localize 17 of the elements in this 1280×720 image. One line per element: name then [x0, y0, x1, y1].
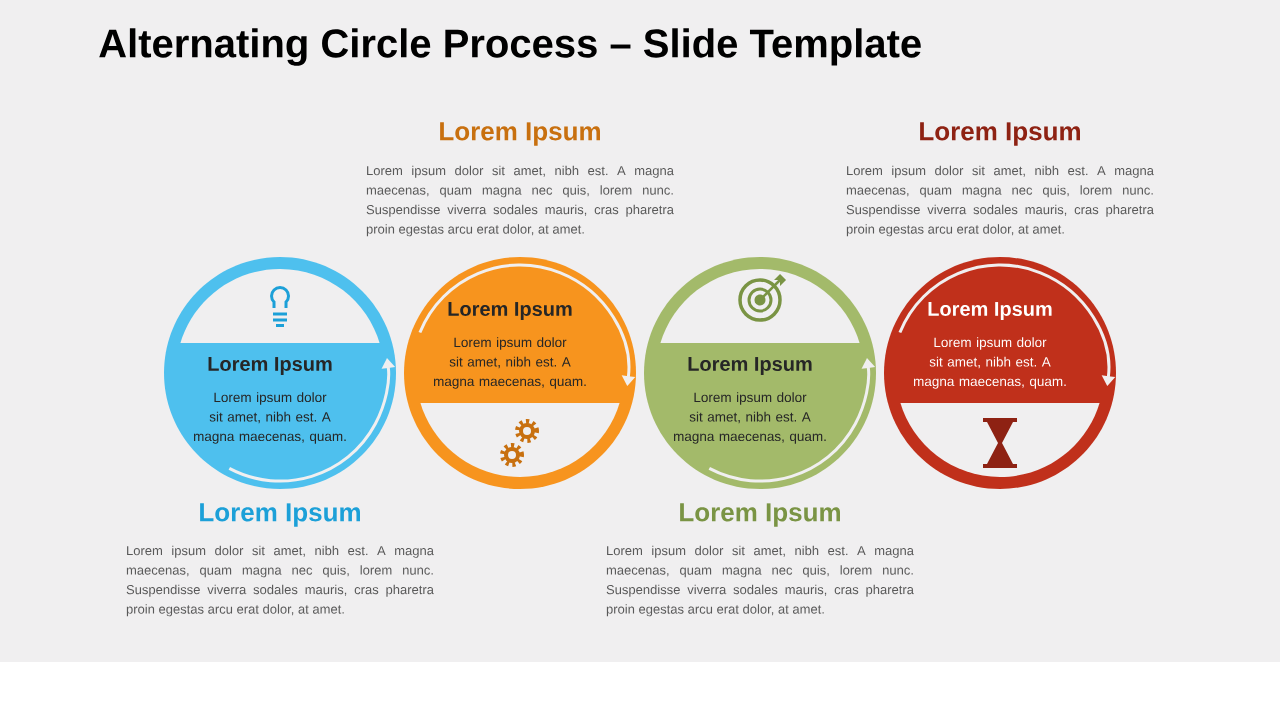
step-description: Lorem ipsum dolor sit amet, nibh est. A magna maecenas, quam magna nec quis, lorem nunc. Suspendisse viverra sodales mauris, cras pharetra proin egestas arcu erat dolor, at amet.	[366, 165, 674, 237]
step-description: Lorem ipsum dolor sit amet, nibh est. A magna maecenas, quam magna nec quis, lorem nunc. Suspendisse viverra sodales mauris, cras pharetra proin egestas arcu erat dolor, at amet.	[846, 165, 1154, 237]
step-heading: Lorem Ipsum	[928, 302, 1052, 320]
step-text: Lorem ipsum dolor sit amet, nibh est. A magna maecenas, quam.	[674, 392, 826, 444]
step-text: Lorem ipsum dolor sit amet, nibh est. A magna maecenas, quam.	[194, 392, 346, 444]
step-heading: Lorem Ipsum	[208, 357, 332, 375]
step-title: Lorem Ipsum	[200, 503, 360, 527]
step-heading: Lorem Ipsum	[688, 357, 812, 375]
slide-title: Alternating Circle Process – Slide Template	[99, 28, 921, 66]
step-description: Lorem ipsum dolor sit amet, nibh est. A magna maecenas, quam magna nec quis, lorem nunc. Suspendisse viverra sodales mauris, cras pharetra proin egestas arcu erat dolor, at amet.	[126, 545, 434, 617]
step-title: Lorem Ipsum	[440, 122, 600, 146]
step-description: Lorem ipsum dolor sit amet, nibh est. A magna maecenas, quam magna nec quis, lorem nunc. Suspendisse viverra sodales mauris, cras pharetra proin egestas arcu erat dolor, at amet.	[606, 545, 914, 617]
step-title: Lorem Ipsum	[920, 122, 1080, 146]
step-text: Lorem ipsum dolor sit amet, nibh est. A magna maecenas, quam.	[434, 337, 586, 389]
step-title: Lorem Ipsum	[680, 503, 840, 527]
step-heading: Lorem Ipsum	[448, 302, 572, 320]
step-text: Lorem ipsum dolor sit amet, nibh est. A magna maecenas, quam.	[914, 337, 1066, 389]
